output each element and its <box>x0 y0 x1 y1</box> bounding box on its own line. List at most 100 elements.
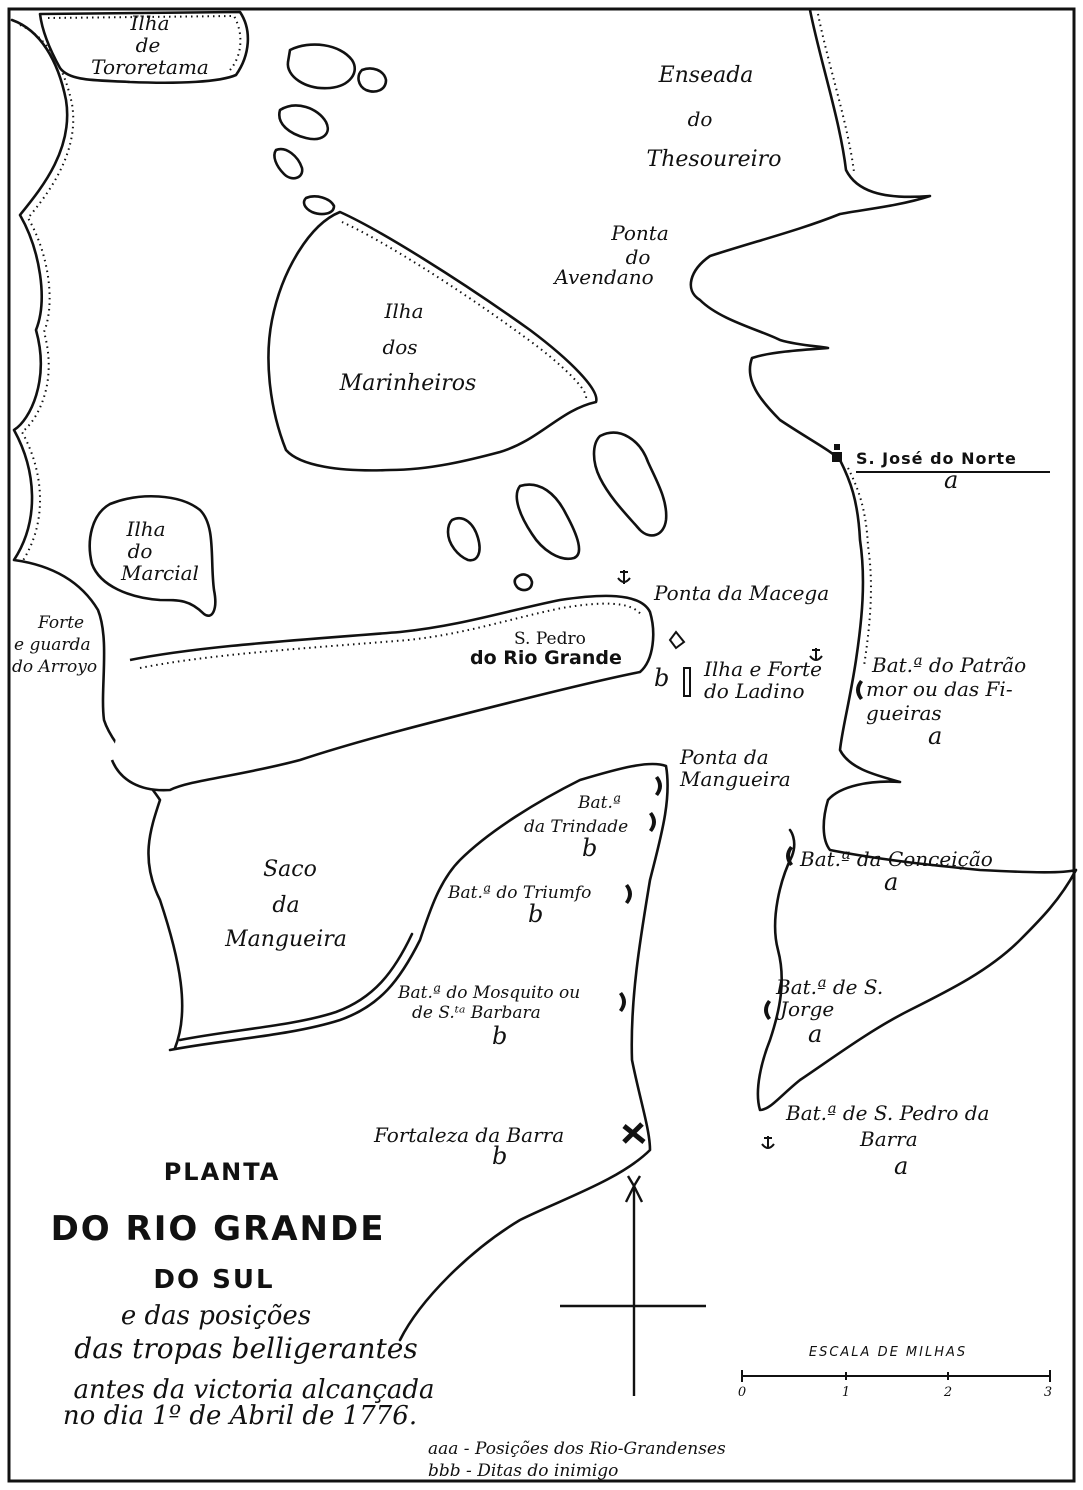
anchor-icon <box>761 1136 775 1149</box>
subtitle-posicoes: e das posições <box>121 1301 311 1331</box>
north-star-icon <box>626 1175 642 1189</box>
title-planta: PLANTA <box>164 1158 281 1186</box>
label-marcial-1: Ilha <box>125 517 165 541</box>
west-coast <box>10 18 184 1050</box>
rio-grande-peninsula <box>110 594 655 792</box>
legend-bbb: bbb - Ditas do inimigo <box>428 1461 618 1481</box>
subtitle-victoria: antes da victoria alcançada <box>73 1375 434 1405</box>
fortress-icon <box>622 1122 646 1144</box>
label-enseada-2: do <box>688 107 713 131</box>
battery-icon <box>764 1000 771 1020</box>
battery-icon <box>619 992 626 1012</box>
fort-icon <box>683 667 691 697</box>
islet <box>286 43 357 90</box>
battery-icon <box>786 846 793 866</box>
scale-bar: ESCALA DE MILHAS 0 1 2 3 <box>738 1345 1052 1400</box>
label-conceicao: Bat.ª da Conceição <box>799 847 993 871</box>
title-block: PLANTA DO RIO GRANDE DO SUL e das posiçõ… <box>51 1158 435 1431</box>
label-spedro-barra-2: Barra <box>859 1127 918 1151</box>
island-central-3 <box>446 517 481 562</box>
marker-a: a <box>808 1020 822 1048</box>
position-markers: a a a a a b b b b b <box>492 466 958 1180</box>
islet <box>273 147 304 180</box>
label-patrao-3: gueiras <box>866 701 942 725</box>
label-mosquito-2: de S.ᵗᵃ Barbara <box>412 1003 541 1023</box>
islet <box>513 573 534 592</box>
scale-tick-3: 3 <box>1044 1385 1052 1400</box>
label-trindade-1: Bat.ª <box>577 793 621 813</box>
island-marcial <box>88 495 217 617</box>
battery-icon <box>649 812 656 832</box>
label-tororetama-1: Ilha <box>129 11 169 35</box>
marker-b: b <box>492 1142 507 1170</box>
marker-b: b <box>492 1022 507 1050</box>
label-spedro-1: S. Pedro <box>514 629 586 649</box>
subtitle-tropas: das tropas belligerantes <box>74 1332 417 1365</box>
label-saco-3: Mangueira <box>224 927 347 952</box>
label-mangueira-ponta-1: Ponta da <box>679 745 769 769</box>
label-enseada-1: Enseada <box>658 63 754 88</box>
label-avendano-1: Ponta <box>610 221 669 245</box>
label-sjorge-1: Bat.ª de S. <box>775 975 883 999</box>
island-central-2 <box>515 483 581 561</box>
marker-a: a <box>928 722 942 750</box>
marker-b: b <box>528 900 543 928</box>
label-ladino-1: Ilha e Forte <box>703 657 822 681</box>
islet <box>357 67 388 93</box>
marker-a: a <box>944 466 958 494</box>
label-saco-1: Saco <box>263 857 317 882</box>
label-mangueira-ponta-2: Mangueira <box>679 767 791 791</box>
label-enseada-3: Thesoureiro <box>647 147 782 172</box>
saco-da-mangueira-shore <box>168 762 669 1342</box>
label-mosquito-1: Bat.ª do Mosquito ou <box>397 983 580 1003</box>
title-do-sul: DO SUL <box>153 1265 274 1295</box>
scale-tick-2: 2 <box>943 1385 952 1400</box>
label-forte-guarda-2: e guarda <box>14 635 91 655</box>
scale-tick-0: 0 <box>738 1385 746 1400</box>
label-tororetama-3: Tororetama <box>91 55 209 79</box>
marker-a: a <box>894 1152 908 1180</box>
label-marcial-3: Marcial <box>120 561 199 585</box>
island-central-1 <box>592 431 668 537</box>
label-triunfo: Bat.ª do Triumfo <box>447 883 591 903</box>
east-coast <box>689 8 1078 1112</box>
compass-cross <box>560 1175 706 1396</box>
marker-b: b <box>654 664 669 692</box>
label-patrao-2: mor ou das Fi- <box>866 677 1013 701</box>
label-sjose-norte: S. José do Norte <box>856 449 1017 468</box>
place-labels: Ilha de Tororetama Enseada do Thesoureir… <box>12 11 1050 1151</box>
island-marinheiros <box>267 210 598 472</box>
label-forte-guarda-1: Forte <box>37 613 84 633</box>
label-ladino-2: do Ladino <box>704 679 805 703</box>
label-forte-guarda-3: do Arroyo <box>12 657 97 677</box>
fort-icon <box>668 630 686 650</box>
label-marinheiros-2: dos <box>382 335 417 359</box>
battery-icon <box>625 884 632 904</box>
label-trindade-2: da Trindade <box>524 817 628 837</box>
subtitle-data: no dia 1º de Abril de 1776. <box>63 1401 417 1431</box>
label-fortaleza: Fortaleza da Barra <box>373 1123 564 1147</box>
island-tororetama <box>38 10 250 85</box>
scale-tick-1: 1 <box>842 1385 850 1400</box>
legend-aaa: aaa - Posições dos Rio-Grandenses <box>428 1439 726 1459</box>
battery-icon <box>655 776 662 796</box>
battery-symbols <box>617 444 863 1149</box>
islet <box>278 104 329 141</box>
marker-b: b <box>582 834 597 862</box>
islet <box>302 195 336 216</box>
anchor-icon <box>617 570 631 584</box>
label-marinheiros-1: Ilha <box>383 299 423 323</box>
anchor-icon <box>809 648 823 661</box>
label-patrao-1: Bat.ª do Patrão <box>871 653 1026 677</box>
map-frame <box>7 7 1076 1483</box>
label-marcial-2: do <box>128 539 153 563</box>
label-spedro-2: do Rio Grande <box>470 647 622 669</box>
label-sjorge-2: Jorge <box>776 997 834 1021</box>
title-rio-grande: DO RIO GRANDE <box>51 1209 386 1249</box>
marker-a: a <box>884 868 898 896</box>
legend: aaa - Posições dos Rio-Grandenses bbb - … <box>428 1439 726 1481</box>
label-macega: Ponta da Macega <box>653 581 829 605</box>
town-icon <box>832 444 842 462</box>
label-tororetama-2: de <box>136 33 161 57</box>
